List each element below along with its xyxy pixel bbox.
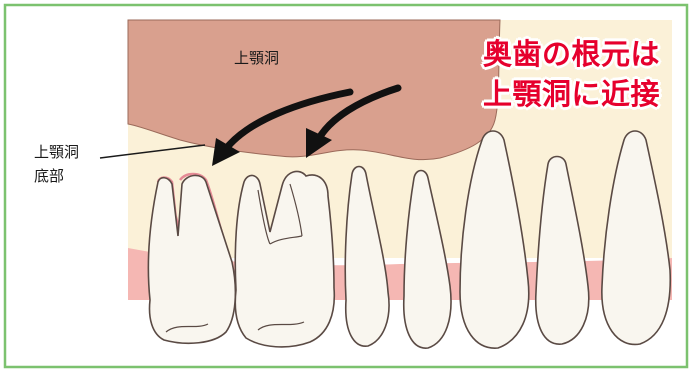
sinus-floor-label: 上顎洞 底部 — [34, 140, 104, 188]
callout-line-2: 上顎洞に近接 — [483, 74, 660, 114]
molar-tooth-2 — [235, 171, 334, 347]
callout-line-1: 奥歯の根元は — [483, 34, 660, 74]
callout-text: 奥歯の根元は 上顎洞に近接 — [483, 34, 660, 114]
maxillary-sinus-label: 上顎洞 — [234, 46, 279, 70]
sinus-floor-label-line1: 上顎洞 — [34, 140, 104, 164]
sinus-floor-label-line2: 底部 — [34, 164, 104, 188]
molar-2-body — [235, 171, 334, 347]
